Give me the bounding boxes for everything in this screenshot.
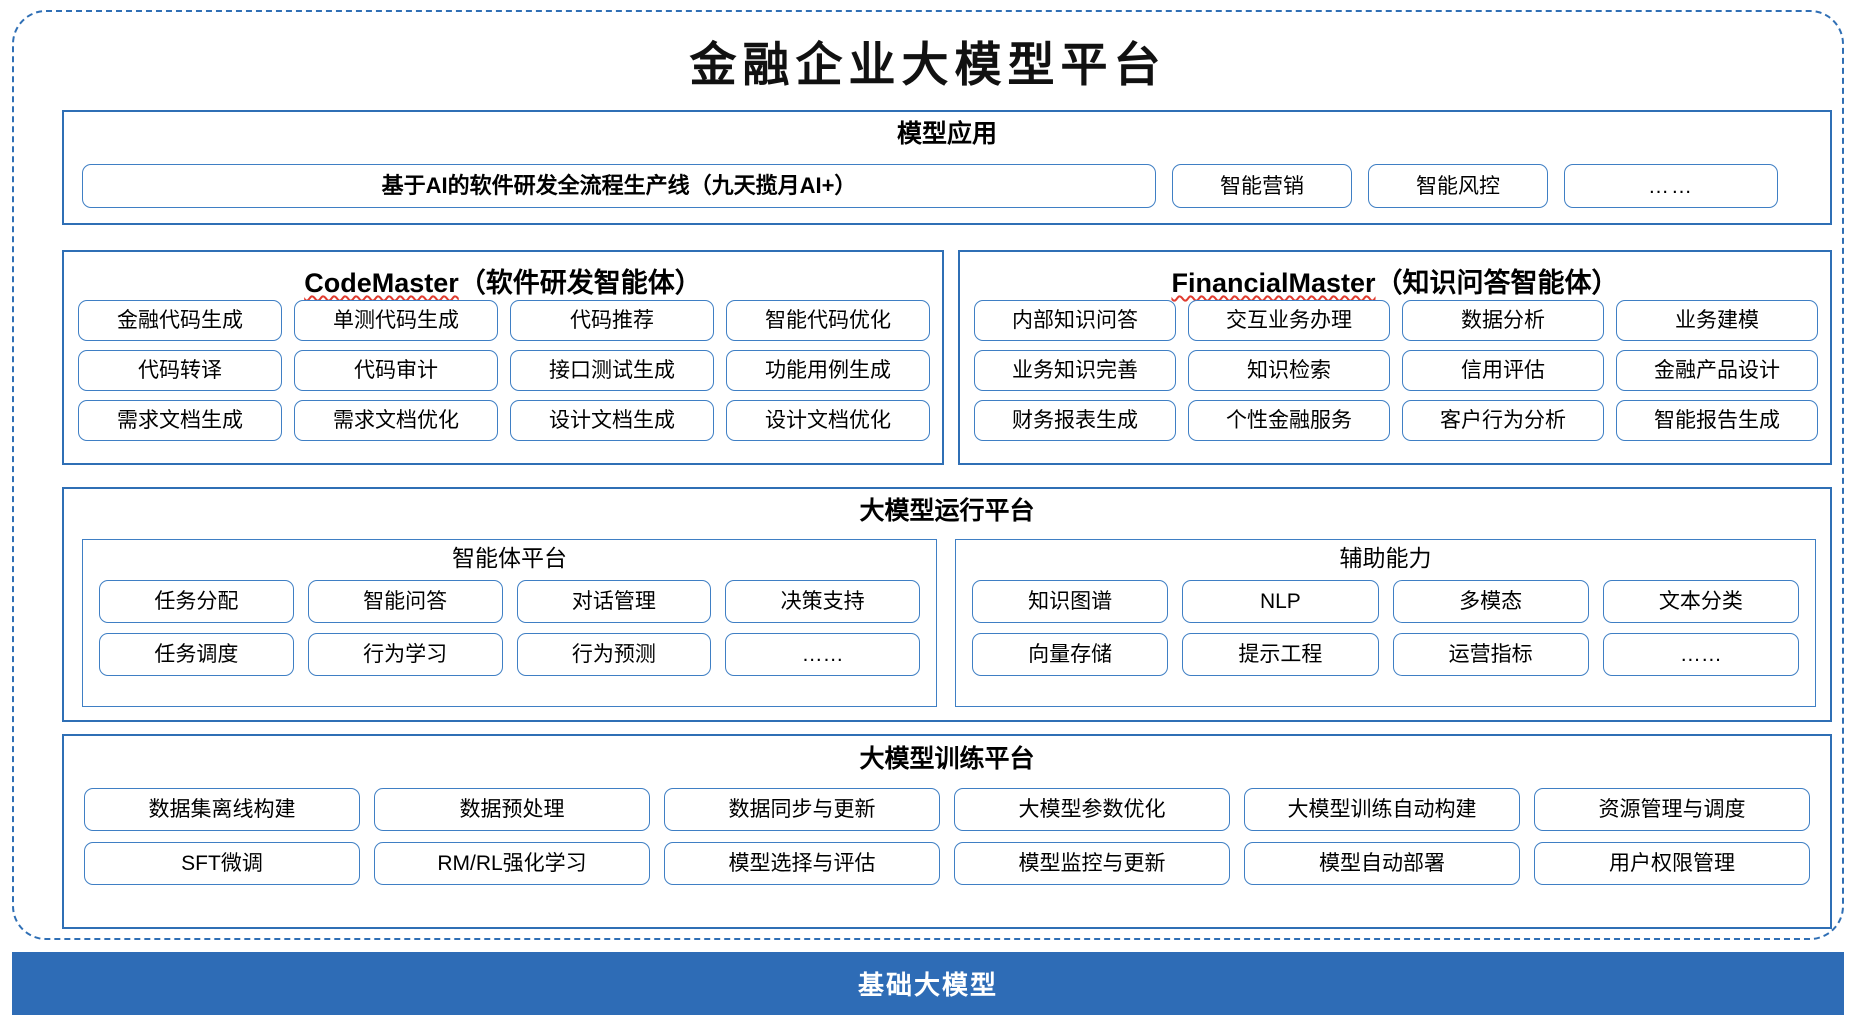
section-financialmaster: FinancialMaster（知识问答智能体） 内部知识问答 交互业务办理 数… [958,250,1832,465]
codemaster-item[interactable]: 需求文档优化 [294,400,498,441]
codemaster-item[interactable]: 代码推荐 [510,300,714,341]
financialmaster-item[interactable]: 交互业务办理 [1188,300,1390,341]
train-platform-item[interactable]: 用户权限管理 [1534,842,1810,885]
base-model-label: 基础大模型 [857,970,998,1000]
financialmaster-item[interactable]: 数据分析 [1402,300,1604,341]
codemaster-item[interactable]: 智能代码优化 [726,300,930,341]
agent-platform-item[interactable]: 任务调度 [99,633,294,676]
auxiliary-item[interactable]: NLP [1182,580,1379,623]
model-application-items-row: 基于AI的软件研发全流程生产线（九天揽月AI+） 智能营销 智能风控 …… [82,162,1814,210]
subsection-auxiliary-capability: 辅助能力 知识图谱 NLP 多模态 文本分类 向量存储 提示工程 运营指标 …… [955,539,1816,707]
agent-platform-item-more[interactable]: …… [725,633,920,676]
train-platform-item-grid: 数据集离线构建 数据预处理 数据同步与更新 大模型参数优化 大模型训练自动构建 … [84,788,1810,885]
agent-platform-item[interactable]: 任务分配 [99,580,294,623]
app-item-smart-marketing[interactable]: 智能营销 [1172,164,1352,208]
financialmaster-name: FinancialMaster [1171,268,1376,298]
codemaster-item-grid: 金融代码生成 单测代码生成 代码推荐 智能代码优化 代码转译 代码审计 接口测试… [78,300,930,441]
subsection-auxiliary-capability-title: 辅助能力 [1339,545,1432,571]
financialmaster-item[interactable]: 内部知识问答 [974,300,1176,341]
agent-platform-item[interactable]: 对话管理 [516,580,712,623]
auxiliary-item[interactable]: 文本分类 [1602,580,1799,623]
auxiliary-item[interactable]: 运营指标 [1392,633,1589,676]
auxiliary-item[interactable]: 提示工程 [1182,633,1379,676]
app-item-smart-risk-control[interactable]: 智能风控 [1368,164,1548,208]
financialmaster-item[interactable]: 金融产品设计 [1616,350,1818,391]
financialmaster-item[interactable]: 业务知识完善 [974,350,1176,391]
train-platform-item[interactable]: SFT微调 [84,842,360,885]
codemaster-item[interactable]: 设计文档优化 [726,400,930,441]
financialmaster-item[interactable]: 知识检索 [1188,350,1390,391]
train-platform-item[interactable]: RM/RL强化学习 [374,842,650,885]
agent-platform-item[interactable]: 行为学习 [307,633,503,676]
auxiliary-item[interactable]: 向量存储 [972,633,1169,676]
financialmaster-item-grid: 内部知识问答 交互业务办理 数据分析 业务建模 业务知识完善 知识检索 信用评估… [974,300,1818,441]
section-model-application-title: 模型应用 [896,120,997,148]
train-platform-item[interactable]: 模型自动部署 [1244,842,1520,885]
auxiliary-item[interactable]: 多模态 [1392,580,1589,623]
section-model-application: 模型应用 基于AI的软件研发全流程生产线（九天揽月AI+） 智能营销 智能风控 … [62,110,1832,225]
codemaster-name: CodeMaster [304,268,459,298]
section-codemaster-title: CodeMaster（软件研发智能体） [64,261,942,300]
app-item-more[interactable]: …… [1564,164,1778,208]
train-platform-item[interactable]: 大模型参数优化 [954,788,1230,831]
section-train-platform: 大模型训练平台 数据集离线构建 数据预处理 数据同步与更新 大模型参数优化 大模… [62,734,1832,929]
codemaster-item[interactable]: 接口测试生成 [510,350,714,391]
subsection-agent-platform-title: 智能体平台 [452,545,567,571]
app-item-ai-pipeline[interactable]: 基于AI的软件研发全流程生产线（九天揽月AI+） [82,164,1156,208]
train-platform-item[interactable]: 数据预处理 [374,788,650,831]
train-platform-item[interactable]: 大模型训练自动构建 [1244,788,1520,831]
train-platform-item[interactable]: 数据同步与更新 [664,788,940,831]
auxiliary-item-grid: 知识图谱 NLP 多模态 文本分类 向量存储 提示工程 运营指标 …… [972,580,1799,676]
train-platform-item[interactable]: 模型监控与更新 [954,842,1230,885]
outer-dashed-frame [12,10,1844,940]
base-model-bar: 基础大模型 [12,952,1844,1015]
financialmaster-suffix: （知识问答智能体） [1375,268,1619,298]
financialmaster-item[interactable]: 智能报告生成 [1616,400,1818,441]
train-platform-item[interactable]: 数据集离线构建 [84,788,360,831]
codemaster-item[interactable]: 单测代码生成 [294,300,498,341]
agent-platform-item[interactable]: 行为预测 [516,633,712,676]
financialmaster-item[interactable]: 个性金融服务 [1188,400,1390,441]
financialmaster-item[interactable]: 业务建模 [1616,300,1818,341]
subsection-agent-platform: 智能体平台 任务分配 智能问答 对话管理 决策支持 任务调度 行为学习 行为预测… [82,539,937,707]
codemaster-suffix: （软件研发智能体） [458,268,702,298]
page-title: 金融企业大模型平台 [689,38,1167,93]
section-run-platform: 大模型运行平台 智能体平台 任务分配 智能问答 对话管理 决策支持 任务调度 行… [62,487,1832,722]
section-train-platform-title: 大模型训练平台 [859,745,1035,773]
financialmaster-item[interactable]: 客户行为分析 [1402,400,1604,441]
section-codemaster: CodeMaster（软件研发智能体） 金融代码生成 单测代码生成 代码推荐 智… [62,250,944,465]
section-financialmaster-title: FinancialMaster（知识问答智能体） [960,261,1830,300]
agent-platform-item[interactable]: 智能问答 [307,580,503,623]
train-platform-item[interactable]: 资源管理与调度 [1534,788,1810,831]
codemaster-item[interactable]: 设计文档生成 [510,400,714,441]
section-run-platform-title: 大模型运行平台 [859,497,1035,525]
agent-platform-item[interactable]: 决策支持 [725,580,920,623]
codemaster-item[interactable]: 需求文档生成 [78,400,282,441]
financialmaster-item[interactable]: 信用评估 [1402,350,1604,391]
auxiliary-item-more[interactable]: …… [1602,633,1799,676]
financialmaster-item[interactable]: 财务报表生成 [974,400,1176,441]
codemaster-item[interactable]: 金融代码生成 [78,300,282,341]
codemaster-item[interactable]: 功能用例生成 [726,350,930,391]
codemaster-item[interactable]: 代码转译 [78,350,282,391]
agent-platform-item-grid: 任务分配 智能问答 对话管理 决策支持 任务调度 行为学习 行为预测 …… [99,580,920,676]
train-platform-item[interactable]: 模型选择与评估 [664,842,940,885]
codemaster-item[interactable]: 代码审计 [294,350,498,391]
auxiliary-item[interactable]: 知识图谱 [972,580,1169,623]
